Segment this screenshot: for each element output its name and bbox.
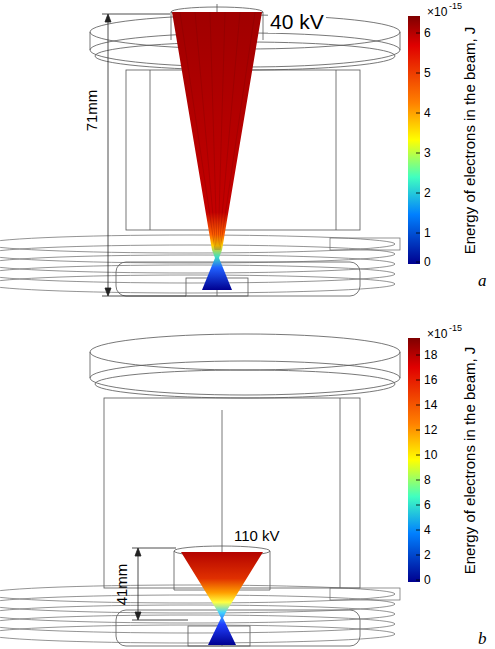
tick-label: 2 xyxy=(424,187,431,199)
colorbar-ticks xyxy=(416,33,420,262)
dimension-label: 71mm xyxy=(85,89,100,131)
tick-label: 10 xyxy=(424,449,437,461)
tick-label: 1 xyxy=(424,227,431,239)
dimension-line-b xyxy=(132,548,188,620)
colorbar xyxy=(408,338,420,582)
tick-label: 16 xyxy=(424,374,437,386)
tick-label: 6 xyxy=(424,27,431,39)
voltage-label: 40 kV xyxy=(268,10,326,33)
scale-factor: ×10 xyxy=(427,6,447,18)
tick-label: 14 xyxy=(424,399,437,411)
dimension-label: 41mm xyxy=(115,563,130,605)
tick-label: 4 xyxy=(424,107,431,119)
tick-label: 12 xyxy=(424,424,437,436)
voltage-label: 110 kV xyxy=(232,527,282,544)
electron-beam xyxy=(181,552,263,645)
scale-factor: ×10 xyxy=(427,328,447,340)
panel-letter: b xyxy=(478,630,487,647)
colorbar xyxy=(408,16,420,264)
scale-exponent: -15 xyxy=(449,324,462,333)
tick-label: 5 xyxy=(424,67,431,79)
tick-label: 18 xyxy=(424,349,437,361)
coil-a xyxy=(0,235,400,293)
axis-title: Energy of electrons in the beam, J xyxy=(463,346,478,574)
tick-label: 8 xyxy=(424,474,431,486)
tick-label: 0 xyxy=(424,256,431,268)
axis-title: Energy of electrons in the beam, J xyxy=(463,26,478,254)
tick-label: 6 xyxy=(424,499,431,511)
tick-label: 3 xyxy=(424,147,431,159)
tick-label: 0 xyxy=(424,574,431,586)
tick-label: 2 xyxy=(424,549,431,561)
gun-wireframe-a xyxy=(90,4,400,296)
coil-b xyxy=(0,585,400,643)
colorbar-ticks xyxy=(416,355,420,580)
scale-exponent: -15 xyxy=(449,2,462,11)
electron-beam xyxy=(172,12,262,290)
dimension-line-a xyxy=(102,14,186,296)
tick-label: 4 xyxy=(424,524,431,536)
beam-trajectories xyxy=(180,12,255,250)
panel-letter: a xyxy=(478,272,487,289)
